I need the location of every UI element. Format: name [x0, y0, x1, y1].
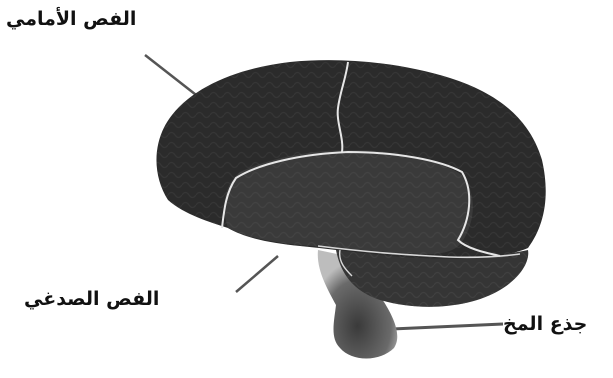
temporal-lobe-label: الفص الصدغي [24, 290, 159, 309]
stem-leader-line [392, 324, 503, 329]
brain-stem-label: جذع المخ [503, 315, 587, 334]
frontal-lobe-label: الفص الأمامي [6, 10, 136, 29]
frontal-leader-line [145, 55, 200, 98]
temporal-leader-line [236, 256, 278, 292]
